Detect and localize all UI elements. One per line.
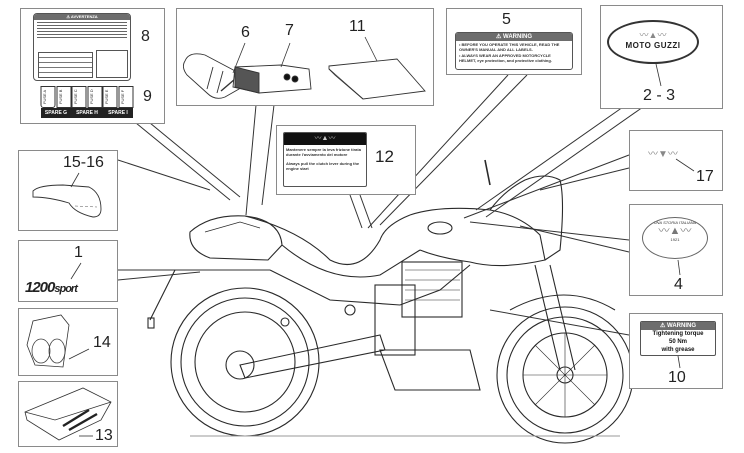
fuse-d: FUSE D xyxy=(87,86,102,108)
spare-h: SPARE H xyxy=(76,110,98,116)
warning-sticker: ⚠ WARNING • BEFORE YOU OPERATE THIS VEHI… xyxy=(455,32,573,70)
leader-line-4b xyxy=(519,225,630,253)
callout-number-14: 14 xyxy=(93,334,111,351)
fuse-f: FUSE F xyxy=(118,86,133,108)
leader-line-10 xyxy=(489,309,630,336)
warning-sticker-header: ⚠ WARNING xyxy=(456,33,572,41)
callout-box-2-3: 〰▲〰 MOTO GUZZI 2 - 3 xyxy=(600,5,723,109)
side-panel-decal-icon xyxy=(32,172,102,218)
callout-box-17: 〰▼〰 17 xyxy=(629,130,723,191)
leader-line-9 xyxy=(149,122,241,198)
clutch-warning-label: 〰▲〰 Mantenere sempre la leva frizione ti… xyxy=(283,132,367,187)
callout-number-5: 5 xyxy=(502,11,511,28)
callout-number-12: 12 xyxy=(375,147,394,166)
tyre-pressure-card-icon xyxy=(26,314,90,368)
badge-text: MOTO GUZZI xyxy=(625,41,681,50)
warning-info-plate: ⚠ AVVERTENZA xyxy=(33,13,131,81)
logo-suffix: sport xyxy=(54,283,77,295)
callout-box-6-7-11: 6 7 11 xyxy=(176,8,434,106)
eagle-oval-decal: UNA STORIA ITALIANA 〰▲〰 1921 xyxy=(642,217,708,259)
document-holder-icon xyxy=(328,58,426,100)
tool-kit-pouch-icon xyxy=(182,53,245,99)
callout-number-2-3: 2 - 3 xyxy=(643,87,676,104)
callout-number-13: 13 xyxy=(95,427,113,444)
eagle-icon: 〰▲〰 xyxy=(658,225,692,237)
torque-line-2: 50 Nm xyxy=(668,339,687,345)
callout-number-15-16: 15-16 xyxy=(63,154,104,171)
callout-box-1: 1 1200sport xyxy=(18,240,118,302)
model-decal-logo: 1200sport xyxy=(25,279,78,297)
leader-line-15-16 xyxy=(117,159,211,191)
leader-line-12b xyxy=(359,194,373,229)
torque-warning-header: ⚠ WARNING xyxy=(641,322,715,330)
spare-g: SPARE G xyxy=(44,110,68,116)
leader-line-17b xyxy=(539,167,630,191)
pressure-table xyxy=(38,52,93,78)
leader-line-5b xyxy=(379,74,528,226)
callout-number-8: 8 xyxy=(141,28,150,45)
callout-number-17: 17 xyxy=(696,168,714,185)
clutch-label-it: Mantenere sempre la leva frizione tirata… xyxy=(286,147,361,157)
year-text: 1921 xyxy=(670,237,680,242)
callout-number-1: 1 xyxy=(74,244,83,261)
warning-info-plate-text xyxy=(37,22,127,38)
fuse-e: FUSE E xyxy=(103,86,118,108)
callout-box-4: UNA STORIA ITALIANA 〰▲〰 1921 4 xyxy=(629,204,723,296)
callout-number-4: 4 xyxy=(674,276,683,293)
fuse-c: FUSE C xyxy=(72,86,87,108)
callout-number-7: 7 xyxy=(285,22,294,39)
clutch-label-en: Always pull the clutch lever during the … xyxy=(286,161,360,171)
fuse-b: FUSE B xyxy=(56,86,71,108)
leader-line-2-3b xyxy=(485,106,644,218)
ring-text: UNA STORIA ITALIANA xyxy=(653,220,697,225)
leader-line-17a xyxy=(463,154,630,219)
torque-warning-label: ⚠ WARNING Tightening torque 50 Nm with g… xyxy=(640,321,716,356)
callout-number-11: 11 xyxy=(349,18,366,35)
leader-line-2-3a xyxy=(475,106,624,211)
eagle-emblem-icon: 〰▼〰 xyxy=(648,149,678,160)
rear-tyre xyxy=(170,287,320,437)
callout-box-14: 14 xyxy=(18,308,118,376)
callout-box-5: 5 ⚠ WARNING • BEFORE YOU OPERATE THIS VE… xyxy=(446,8,582,75)
callout-box-8-9: ⚠ AVVERTENZA 8 FUSE A FUSE B FUSE C FUSE… xyxy=(20,8,165,124)
accessories-drawing xyxy=(182,36,426,100)
callout-number-10: 10 xyxy=(668,369,686,386)
warning-sticker-line-1: • BEFORE YOU OPERATE THIS VEHICLE, READ … xyxy=(459,42,560,52)
callout-box-10: ⚠ WARNING Tightening torque 50 Nm with g… xyxy=(629,313,723,389)
warning-info-plate-header: ⚠ AVVERTENZA xyxy=(34,14,130,20)
document-wallet-icon xyxy=(24,387,112,441)
torque-line-3: with grease xyxy=(661,347,695,353)
spare-i: SPARE I xyxy=(108,110,128,116)
logo-number: 1200 xyxy=(25,279,55,296)
warning-sticker-line-2: • ALWAYS WEAR AN APPROVED MOTORCYCLE HEL… xyxy=(459,53,552,63)
leader-line-7 xyxy=(261,104,275,206)
callout-number-9: 9 xyxy=(143,88,152,105)
eagle-icon: 〰▲〰 xyxy=(639,30,667,40)
torque-line-1: Tightening torque xyxy=(652,331,704,337)
fuse-row: FUSE A FUSE B FUSE C FUSE D FUSE E FUSE … xyxy=(41,86,133,108)
leader-line-8 xyxy=(135,122,231,201)
callout-box-12: 〰▲〰 Mantenere sempre la leva frizione ti… xyxy=(276,125,416,195)
leader-line-6 xyxy=(245,104,257,216)
moto-guzzi-oval-badge: 〰▲〰 MOTO GUZZI xyxy=(607,20,699,64)
callout-number-6: 6 xyxy=(241,24,250,41)
leader-line-12a xyxy=(349,194,363,229)
leader-line-1b xyxy=(117,271,201,281)
fuse-a: FUSE A xyxy=(41,86,56,108)
callout-box-13: 13 xyxy=(18,381,118,447)
leader-line-4a xyxy=(469,221,630,241)
spare-row: SPARE G SPARE H SPARE I xyxy=(41,108,133,118)
leader-line-5a xyxy=(367,74,509,229)
callout-box-15-16: 15-16 xyxy=(18,150,118,231)
eagle-icon: 〰▲〰 xyxy=(284,133,366,145)
tyre-size-table xyxy=(96,50,128,78)
fuse-label: FUSE A FUSE B FUSE C FUSE D FUSE E FUSE … xyxy=(41,86,133,121)
